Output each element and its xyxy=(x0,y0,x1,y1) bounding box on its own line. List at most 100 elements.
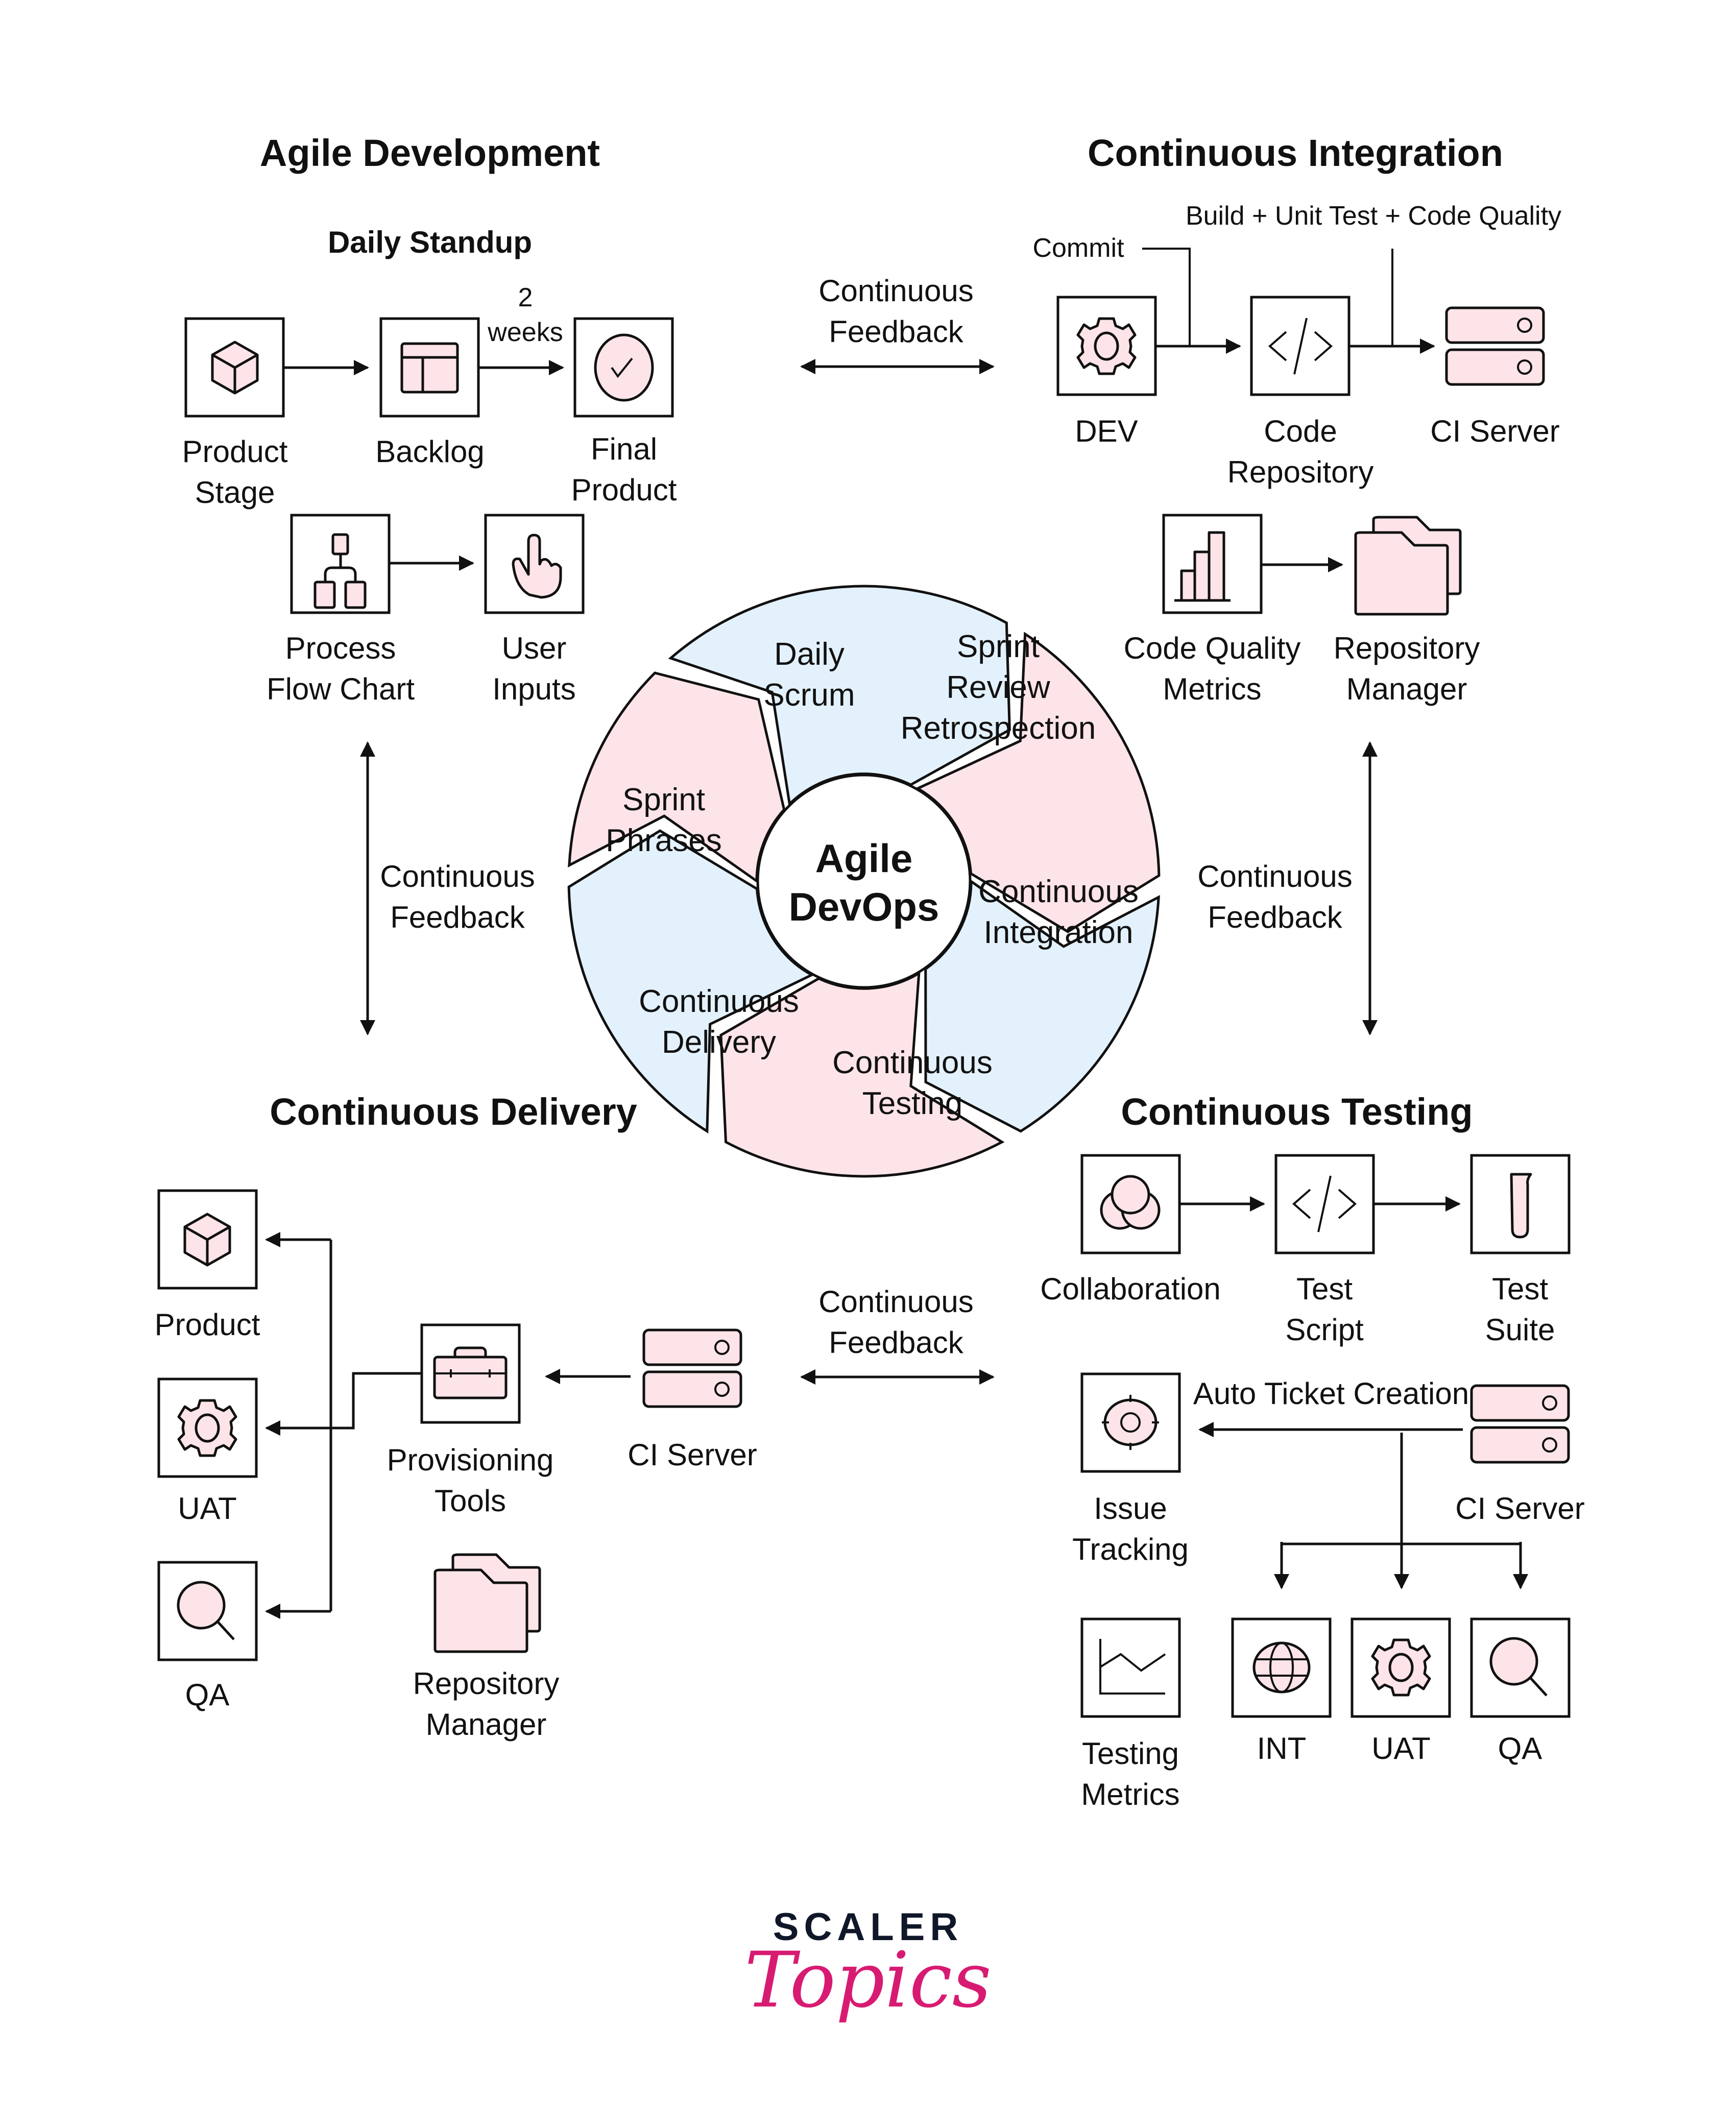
feedback-label: Continuous xyxy=(818,1285,974,1319)
node-code-repository[interactable]: Code Repository xyxy=(1227,296,1374,489)
folders-icon xyxy=(1356,517,1460,614)
node-ci-server[interactable]: CI Server xyxy=(1430,308,1560,448)
test-tube-icon xyxy=(1510,1173,1532,1239)
wheel-segment-label: Continuous xyxy=(978,874,1139,909)
wheel-segment-label: Continuous xyxy=(832,1045,993,1080)
node-collaboration[interactable]: Collaboration xyxy=(1040,1154,1221,1306)
node-label: Testing xyxy=(1082,1736,1179,1771)
node-product-stage[interactable]: Product Stage xyxy=(182,317,288,510)
feedback-label: Continuous xyxy=(818,274,974,308)
node-uat[interactable]: UAT xyxy=(157,1377,258,1526)
node-label: Inputs xyxy=(492,672,575,706)
feedback-bottom: Continuous Feedback xyxy=(800,1285,995,1385)
wheel-center-label: Agile xyxy=(815,836,913,881)
wheel-segment-label: Sprint xyxy=(957,629,1040,664)
node-label: INT xyxy=(1257,1731,1307,1766)
node-ci-server[interactable]: CI Server xyxy=(628,1330,757,1472)
node-label: Repository xyxy=(413,1666,560,1701)
node-label: Flow Chart xyxy=(267,672,415,706)
node-label: CI Server xyxy=(628,1438,757,1472)
node-label: Backlog xyxy=(375,434,484,469)
node-label: Provisioning xyxy=(387,1443,554,1477)
node-label: Code Quality xyxy=(1124,631,1301,665)
agile-development-section: Agile Development Daily Standup 2 weeks … xyxy=(182,132,677,706)
node-code-quality-metrics[interactable]: Code Quality Metrics xyxy=(1124,514,1301,706)
node-uat[interactable]: UAT xyxy=(1351,1617,1451,1766)
node-label: Test xyxy=(1296,1272,1353,1306)
node-label: User xyxy=(502,631,567,665)
hierarchy-icon xyxy=(314,533,367,609)
bar-chart-icon xyxy=(1174,531,1231,602)
auto-ticket-label: Auto Ticket Creation xyxy=(1193,1376,1469,1411)
feedback-top: Continuous Feedback xyxy=(800,274,995,374)
wheel-segment-label: Continuous xyxy=(639,984,799,1019)
node-repository-manager[interactable]: Repository Manager xyxy=(413,1555,560,1742)
node-label: Code xyxy=(1264,414,1337,448)
node-test-suite[interactable]: Test Suite xyxy=(1470,1154,1571,1347)
wheel-segment-label: Review xyxy=(946,670,1050,705)
node-label: Product xyxy=(182,434,288,469)
wheel-segment-label: Phrases xyxy=(606,823,721,858)
node-final-product[interactable]: Final Product xyxy=(571,317,677,507)
section-title: Continuous Testing xyxy=(1121,1091,1473,1133)
venn-icon xyxy=(1100,1175,1161,1230)
node-backlog[interactable]: Backlog xyxy=(375,317,485,469)
node-label: UAT xyxy=(178,1491,237,1526)
node-issue-tracking[interactable]: Issue Tracking xyxy=(1072,1372,1189,1566)
node-label: UAT xyxy=(1371,1731,1431,1766)
pointer-hand-icon xyxy=(512,534,562,599)
wheel-segment-label: Retrospection xyxy=(901,711,1096,746)
server-icon xyxy=(644,1330,741,1407)
agile-devops-wheel: DailyScrumSprintReviewRetrospectionConti… xyxy=(567,585,1161,1178)
feedback-label: Feedback xyxy=(829,1325,963,1360)
logo-sub: Topics xyxy=(744,1936,992,2025)
feedback-label: Feedback xyxy=(1208,900,1342,934)
node-user-inputs[interactable]: User Inputs xyxy=(484,514,585,706)
wheel-segment-label: Integration xyxy=(984,915,1134,950)
node-label: Test xyxy=(1492,1272,1548,1306)
node-product[interactable]: Product xyxy=(155,1189,260,1342)
line-chart-icon xyxy=(1099,1639,1166,1695)
node-label: Tools xyxy=(435,1484,506,1518)
server-icon xyxy=(1446,308,1544,384)
node-int[interactable]: INT xyxy=(1231,1617,1332,1766)
node-label: CI Server xyxy=(1430,414,1559,448)
node-process-flow-chart[interactable]: Process Flow Chart xyxy=(267,514,415,706)
commit-label: Commit xyxy=(1032,233,1124,263)
toolbox-icon xyxy=(433,1346,508,1399)
node-label: Manager xyxy=(1346,672,1467,706)
node-ci-server[interactable]: CI Server xyxy=(1455,1386,1585,1526)
section-title: Agile Development xyxy=(260,132,600,174)
target-icon xyxy=(1102,1395,1159,1450)
node-testing-metrics[interactable]: Testing Metrics xyxy=(1080,1617,1181,1811)
feedback-label: Feedback xyxy=(390,900,525,934)
node-label: Suite xyxy=(1485,1313,1555,1347)
node-label: Stage xyxy=(195,475,275,510)
node-test-script[interactable]: Test Script xyxy=(1274,1154,1375,1347)
wheel-segment-label: Testing xyxy=(862,1086,962,1121)
wheel-segment-label: Scrum xyxy=(763,678,855,713)
duration-number: 2 xyxy=(518,283,533,312)
node-qa[interactable]: QA xyxy=(1470,1617,1571,1766)
wheel-center-label: DevOps xyxy=(789,884,939,929)
gear-icon xyxy=(1078,319,1135,374)
node-qa[interactable]: QA xyxy=(157,1561,258,1712)
globe-icon xyxy=(1252,1641,1311,1694)
node-dev[interactable]: DEV xyxy=(1056,296,1157,448)
node-label: CI Server xyxy=(1455,1491,1584,1526)
duration-unit: weeks xyxy=(487,318,563,347)
node-label: Collaboration xyxy=(1040,1272,1221,1306)
node-label: QA xyxy=(1498,1731,1542,1766)
feedback-label: Continuous xyxy=(380,859,535,893)
folders-icon xyxy=(435,1555,540,1652)
feedback-label: Feedback xyxy=(829,315,963,349)
continuous-testing-section: Continuous Testing Collaboration Test Sc… xyxy=(1040,1091,1584,1811)
node-label: Manager xyxy=(426,1707,547,1742)
gear-icon xyxy=(1372,1640,1430,1695)
node-label: QA xyxy=(185,1678,230,1712)
node-repository-manager[interactable]: Repository Manager xyxy=(1334,517,1480,706)
check-circle-icon xyxy=(594,333,654,402)
node-provisioning-tools[interactable]: Provisioning Tools xyxy=(387,1323,554,1518)
feedback-left: Continuous Feedback xyxy=(360,741,535,1035)
